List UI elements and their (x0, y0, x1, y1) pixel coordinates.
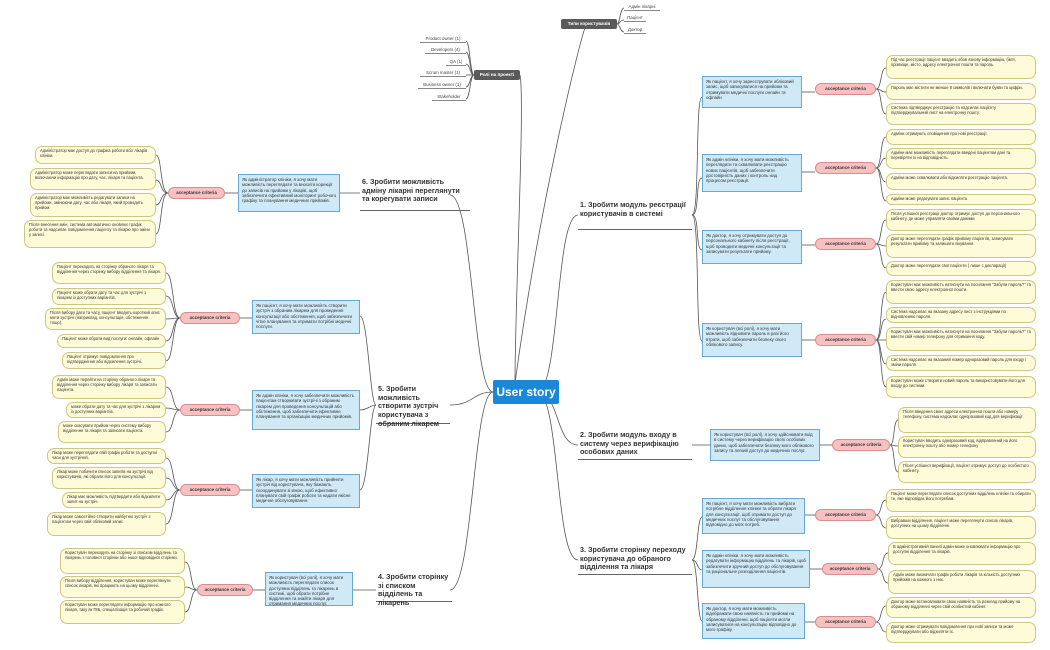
criterion-item: Адміністратор може переглядати записи на… (30, 168, 156, 190)
criterion-item: Вибравши відділення, пацієнт може перегл… (886, 516, 1036, 539)
criterion-item: Користувач має можливість натиснути на п… (886, 280, 1036, 304)
acceptance-criteria-node[interactable]: acceptance criteria (180, 484, 240, 496)
criterion-item: Після введення своєї адреси електронної … (898, 407, 1036, 433)
story-admin-edit-departments[interactable]: Як адмін клініки, я хочу мати можливість… (702, 550, 810, 588)
acceptance-criteria-node[interactable]: acceptance criteria (832, 439, 890, 451)
criterion-item: Після внесення змін, система автоматично… (24, 220, 156, 248)
criterion-item: Система надсилає на вказану адресу лист … (886, 307, 1036, 323)
criterion-item: Лікар може переглядати свій графік робот… (47, 448, 166, 464)
acceptance-criteria-node[interactable]: acceptance criteria (815, 509, 876, 521)
acceptance-criteria-node[interactable]: acceptance criteria (168, 187, 225, 199)
criterion-item: може скасувати прийом через систему вибо… (58, 421, 166, 443)
criterion-item: Користувач вводить одноразовий код, відп… (898, 436, 1036, 458)
criterion-item: Адміни має можливість переглядати введен… (886, 148, 1036, 169)
acceptance-criteria-node[interactable]: acceptance criteria (822, 563, 878, 575)
criterion-item: Адміни може редагувати запис пацієнта (886, 194, 1036, 205)
user-type-item: Доктор (624, 27, 646, 34)
central-topic[interactable]: User story (493, 380, 559, 404)
story-admin-approve-registration[interactable]: Як адмін клініки, я хочу мати можливість… (702, 154, 802, 192)
criterion-item: Після вибору дати та часу, пацієнт вводи… (45, 308, 166, 330)
project-role-item: Business owner (1) (418, 82, 466, 89)
criterion-item: Користувач переходить на сторінку зі спи… (60, 548, 185, 574)
user-type-item: Пацієнт (624, 15, 646, 22)
criterion-item: Адміни отримують сповіщення про нові реє… (886, 129, 1036, 145)
project-role-item: Product owner (1) (420, 36, 466, 43)
acceptance-criteria-node[interactable]: acceptance criteria (815, 83, 876, 95)
criterion-item: Користувач може переглядати інформацію п… (60, 600, 185, 624)
project-role-item: Scrum master (1) (420, 70, 466, 77)
criterion-item: Система підтверджує реєстрацію та надсил… (886, 103, 1036, 125)
criterion-item: Адмін може визначати графік роботи лікар… (888, 570, 1036, 594)
story-password-recovery[interactable]: Як користувач (всі ролі), я хочу мати мо… (702, 323, 802, 357)
criterion-item: Користувач має можливість натиснути на п… (886, 327, 1036, 351)
criterion-item: Система надсилає на вказаний номер однор… (886, 355, 1036, 371)
user-type-item: Адмін лікарні (624, 4, 660, 11)
acceptance-criteria-node[interactable]: acceptance criteria (815, 162, 876, 174)
story-doctor-accept-meeting[interactable]: Як лікар, я хочу мати можливість прийнят… (252, 474, 360, 508)
story-doctor-cabinet[interactable]: Як доктор, я хочу отримувати доступ до п… (702, 230, 802, 264)
acceptance-criteria-node[interactable]: acceptance criteria (815, 616, 876, 628)
criterion-item: Доктор може переглядати свої пацієнти ( … (886, 261, 1036, 276)
story-patient-registration[interactable]: Як пацієнт, я хочу зареєструвати обліков… (702, 76, 802, 108)
project-role-item: Developers (4) (425, 47, 466, 54)
criterion-item: Пацієнт переходить на сторінку обраного … (52, 262, 166, 284)
topic-department-navigation[interactable]: 3. Зробити сторінку переходу користувача… (578, 545, 692, 575)
topic-registration-module[interactable]: 1. Зробити модуль реєстрації користувачі… (578, 200, 692, 230)
project-roles-node[interactable]: Ролі на проекті (474, 70, 520, 80)
acceptance-criteria-node[interactable]: acceptance criteria (197, 584, 253, 596)
criterion-item: Після успішної реєстрації доктор отримує… (886, 209, 1036, 231)
criterion-item: Адміністратор має доступ до графіка робо… (35, 146, 156, 164)
criterion-item: Адміністратор має можливість редагувати … (30, 193, 156, 217)
criterion-item: Адміни може схвалювати або відхиляти реє… (886, 173, 1036, 190)
topic-login-module[interactable]: 2. Зробити модуль входу в систему через … (578, 430, 692, 460)
criterion-item: Після вибору відділення, користувач може… (60, 576, 185, 598)
acceptance-criteria-node[interactable]: acceptance criteria (180, 404, 240, 416)
criterion-item: Доктор може отримувати повідомлення про … (886, 622, 1036, 643)
criterion-item: Пацієнт отримує повідомлення про підтвер… (62, 352, 166, 369)
criterion-item: Лікар може самостійно створити найбутню … (47, 512, 166, 536)
topic-departments-list-page[interactable]: 4. Зробити сторінку зі списком відділень… (376, 572, 452, 607)
criterion-item: Пацієнт може обрати дату та час для зуст… (52, 288, 166, 305)
acceptance-criteria-node[interactable]: acceptance criteria (180, 312, 240, 324)
criterion-item: Пацієнт може переглядати список доступни… (886, 489, 1036, 512)
criterion-item: Пацієнт може обрати вид послуги: онлайн,… (57, 334, 166, 348)
criterion-item: Після успішної верифікації, пацієнт отри… (898, 461, 1036, 483)
criterion-item: Лікар може побачити список запитів на зу… (52, 467, 166, 489)
story-view-departments[interactable]: Як користувач (всі ролі), я хочу мати мо… (265, 572, 353, 606)
story-login-verification[interactable]: Як користувач (всі ролі), я хочу здійсню… (710, 429, 820, 461)
story-patient-choose-department[interactable]: Як пацієнт, я хочу мати можливість вибра… (702, 498, 805, 534)
criterion-item: Доктор може переглядати графік прийому п… (886, 234, 1036, 258)
acceptance-criteria-node[interactable]: acceptance criteria (815, 238, 876, 250)
criterion-item: Користувач може створити новий пароль та… (886, 376, 1036, 398)
criterion-item: Пароль має містити не менше 8 символів і… (886, 83, 1036, 100)
criterion-item: Адмін може перейти на сторінку обраного … (52, 375, 166, 399)
project-role-item: Stakeholder (432, 94, 466, 101)
story-admin-correct-records[interactable]: Як адміністратор клініки, я хочу мати мо… (238, 174, 340, 212)
story-admin-create-meeting[interactable]: Як адмін клініки, я хочу забезпечити мож… (252, 390, 360, 430)
criterion-item: Доктор може встановлювати свою наявність… (886, 597, 1036, 618)
project-role-item: QA (1) (446, 59, 466, 66)
criterion-item: В адміністративній панелі адмін може оно… (888, 542, 1036, 565)
criterion-item: Під час реєстрації пацієнт вводить обов … (886, 55, 1036, 79)
criterion-item: Лікар має можливість підтвердити або від… (62, 492, 166, 508)
story-doctor-availability[interactable]: Як доктор, я хочу мати можливість відобр… (702, 603, 805, 639)
topic-admin-edit-records[interactable]: 6. Зробити можливість адміну лікарні пер… (360, 177, 470, 211)
topic-create-appointment[interactable]: 5. Зробити можливість створити зустріч к… (376, 384, 450, 427)
user-types-node[interactable]: Типи користувачів (561, 19, 617, 29)
acceptance-criteria-node[interactable]: acceptance criteria (815, 334, 876, 346)
story-patient-create-meeting[interactable]: Як пацієнт, я хочу мати можливість створ… (252, 300, 360, 334)
criterion-item: може обрати дату та час для зустрічі з л… (66, 402, 166, 418)
